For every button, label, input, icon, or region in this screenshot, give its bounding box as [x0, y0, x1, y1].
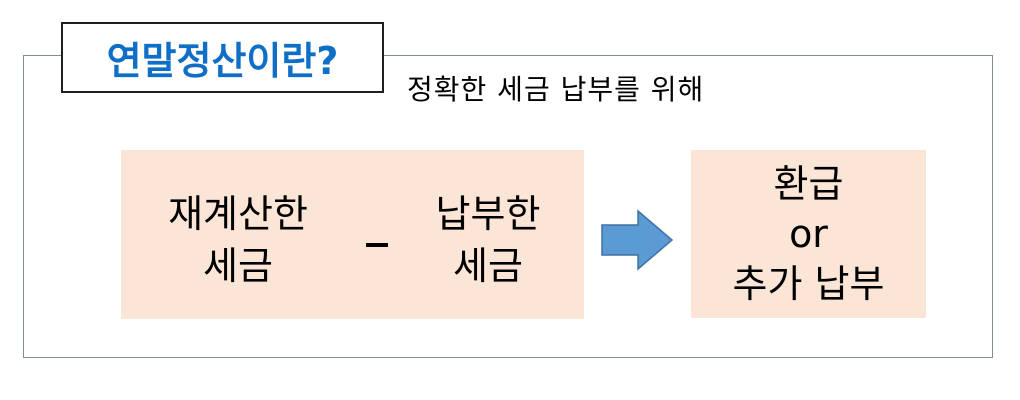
- left-term: 재계산한 세금: [152, 188, 324, 292]
- result-or: or: [789, 212, 828, 256]
- title-box: 연말정산이란?: [61, 22, 384, 93]
- minus-operator: [366, 243, 388, 247]
- result-box: 환급 or 추가 납부: [691, 150, 926, 318]
- left-term-line-1: 재계산한: [168, 192, 308, 236]
- result-additional-payment: 추가 납부: [732, 262, 885, 306]
- arrow-shape: [601, 209, 674, 271]
- formula-box: [121, 150, 584, 319]
- outer-frame: [23, 55, 993, 358]
- page-title: 연말정산이란?: [106, 39, 339, 83]
- left-term-line-2: 세금: [203, 244, 273, 288]
- right-term-line-2: 세금: [453, 244, 523, 288]
- subtitle: 정확한 세금 납부를 위해: [407, 73, 705, 106]
- right-term: 납부한 세금: [412, 188, 564, 292]
- right-term-line-1: 납부한: [435, 192, 541, 236]
- result-refund: 환급: [773, 162, 844, 206]
- right-arrow-icon: [601, 209, 674, 271]
